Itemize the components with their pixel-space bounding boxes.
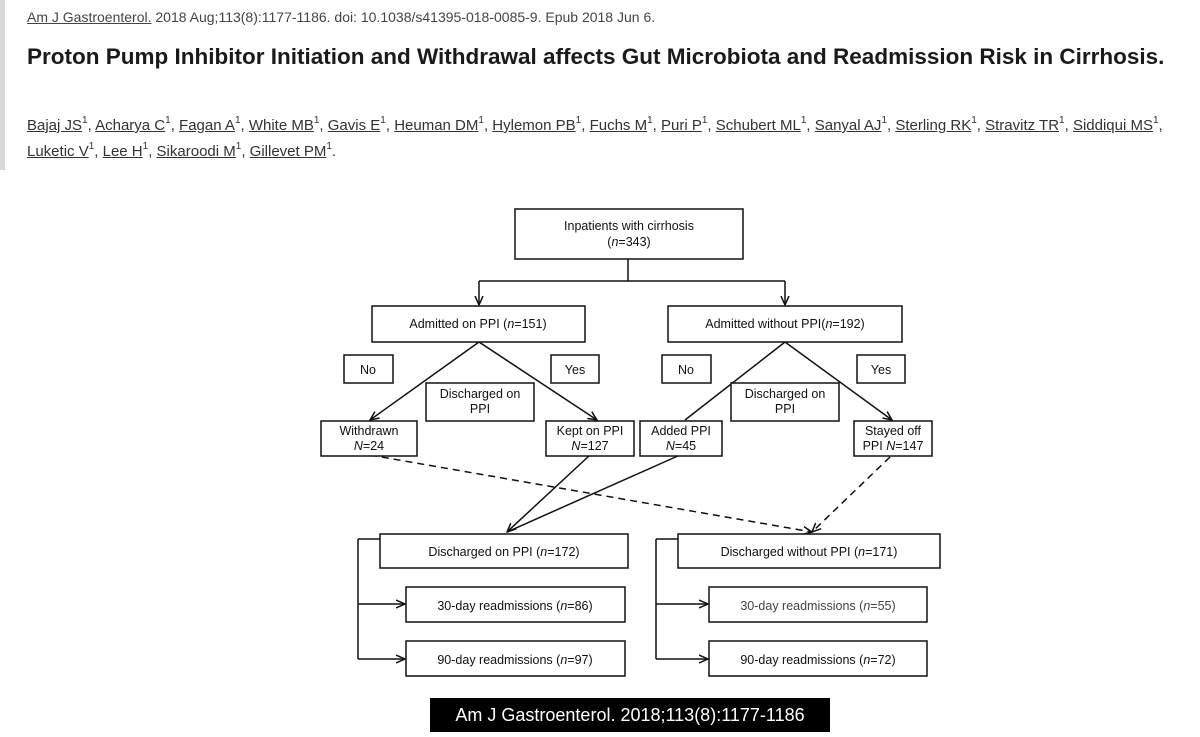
author-link[interactable]: Gillevet PM: [249, 143, 327, 160]
left-no-label: No: [360, 363, 376, 377]
withdrawn-box: [320, 420, 418, 457]
author-link[interactable]: Sanyal AJ: [814, 117, 882, 134]
dashed-connectors: [369, 454, 891, 532]
left-30-day-label: 30-day readmissions (n=86): [437, 599, 592, 613]
root-box: [514, 208, 744, 260]
figure-caption-banner: Am J Gastroenterol. 2018;113(8):1177-118…: [430, 698, 830, 732]
author-link[interactable]: Puri P: [661, 117, 702, 134]
left-yes-box: [550, 354, 600, 384]
author-affiliation: 1: [800, 115, 807, 126]
added-line1: Added PPI: [651, 424, 711, 438]
stayed-line1: Stayed off: [865, 424, 922, 438]
left-discharged-line2: PPI: [470, 402, 490, 416]
right-90-day-box: [708, 640, 928, 677]
kept-box: [545, 420, 635, 457]
withdrawn-line1: Withdrawn: [339, 424, 398, 438]
discharged-without-box: [677, 533, 941, 569]
author-affiliation: 1: [326, 141, 332, 152]
right-no-label: No: [678, 363, 694, 377]
author-link[interactable]: Sikaroodi M: [156, 143, 236, 160]
left-discharged-line1: Discharged on: [440, 387, 521, 401]
admitted-ppi-label: Admitted on PPI (n=151): [409, 317, 546, 331]
author-link[interactable]: Hylemon PB: [492, 117, 576, 134]
article-title: Proton Pump Inhibitor Initiation and Wit…: [27, 44, 1165, 69]
author-affiliation: 1: [1152, 115, 1159, 126]
admitted-no-ppi-label: Admitted without PPI(n=192): [705, 317, 864, 331]
right-yes-label: Yes: [871, 363, 891, 377]
kept-line1: Kept on PPI: [557, 424, 624, 438]
author-list: Bajaj JS1, Acharya C1, Fagan A1, White M…: [27, 115, 1163, 161]
author-link[interactable]: Sterling RK: [895, 117, 972, 134]
author-affiliation: 1: [380, 115, 386, 126]
author-link[interactable]: Gavis E: [327, 117, 381, 134]
author-link[interactable]: White MB: [248, 117, 314, 134]
left-30-day-box: [405, 586, 626, 623]
journal-link[interactable]: Am J Gastroenterol.: [27, 9, 152, 25]
right-discharged-line1: Discharged on: [745, 387, 826, 401]
discharged-without-label: Discharged without PPI (n=171): [721, 545, 898, 559]
author-link[interactable]: Schubert ML: [715, 117, 801, 134]
root-label-line1: Inpatients with cirrhosis: [564, 219, 694, 233]
admitted-no-ppi-box: [667, 305, 903, 343]
stayed-line2: PPI N=147: [863, 439, 924, 453]
left-discharged-box: [425, 382, 535, 422]
left-no-box: [343, 354, 394, 384]
author-affiliation: 1: [82, 115, 88, 126]
author-affiliation: 1: [881, 115, 887, 126]
citation-line: Am J Gastroenterol. 2018 Aug;113(8):1177…: [27, 9, 655, 25]
author-affiliation: 1: [478, 115, 484, 126]
flow-connectors: [357, 259, 892, 659]
right-30-day-box: [708, 586, 928, 623]
author-link[interactable]: Bajaj JS: [27, 117, 83, 134]
admitted-ppi-box: [371, 305, 586, 343]
left-yes-label: Yes: [565, 363, 585, 377]
author-affiliation: 1: [701, 115, 708, 126]
author-link[interactable]: Lee H: [102, 143, 143, 160]
citation-details: 2018 Aug;113(8):1177-1186. doi: 10.1038/…: [151, 9, 656, 25]
article-header: Am J Gastroenterol. 2018 Aug;113(8):1177…: [0, 0, 1200, 170]
right-yes-box: [856, 354, 906, 384]
root-label-line2: (n=343): [607, 235, 650, 249]
author-affiliation: 1: [165, 115, 171, 126]
right-discharged-line2: PPI: [775, 402, 795, 416]
author-affiliation: 1: [647, 115, 653, 126]
author-link[interactable]: Stravitz TR: [985, 117, 1060, 134]
discharged-on-label: Discharged on PPI (n=172): [428, 545, 579, 559]
author-link[interactable]: Fuchs M: [589, 117, 648, 134]
author-affiliation: 1: [971, 115, 977, 126]
author-link[interactable]: Fagan A: [179, 117, 235, 134]
author-link[interactable]: Acharya C: [95, 117, 166, 134]
stayed-box: [853, 420, 933, 457]
left-accent-bar: [0, 0, 5, 170]
added-box: [639, 420, 723, 457]
author-affiliation: 1: [234, 115, 241, 126]
author-affiliation: 1: [88, 141, 95, 152]
kept-line2: N=127: [571, 439, 608, 453]
author-link[interactable]: Heuman DM: [394, 117, 479, 134]
added-line2: N=45: [666, 439, 696, 453]
discharged-on-box: [379, 533, 629, 569]
left-90-day-label: 90-day readmissions (n=97): [437, 653, 592, 667]
author-affiliation: 1: [1059, 115, 1065, 126]
left-90-day-box: [405, 640, 626, 677]
right-90-day-label: 90-day readmissions (n=72): [740, 653, 895, 667]
author-affiliation: 1: [575, 115, 582, 126]
withdrawn-line2: N=24: [354, 439, 384, 453]
author-affiliation: 1: [235, 141, 242, 152]
author-affiliation: 1: [142, 141, 149, 152]
right-discharged-box: [730, 382, 840, 422]
author-link[interactable]: Luketic V: [27, 143, 89, 160]
right-30-day-label: 30-day readmissions (n=55): [740, 599, 895, 613]
author-affiliation: 1: [313, 115, 320, 126]
author-link[interactable]: Siddiqui MS: [1072, 117, 1153, 134]
right-no-box: [661, 354, 712, 384]
